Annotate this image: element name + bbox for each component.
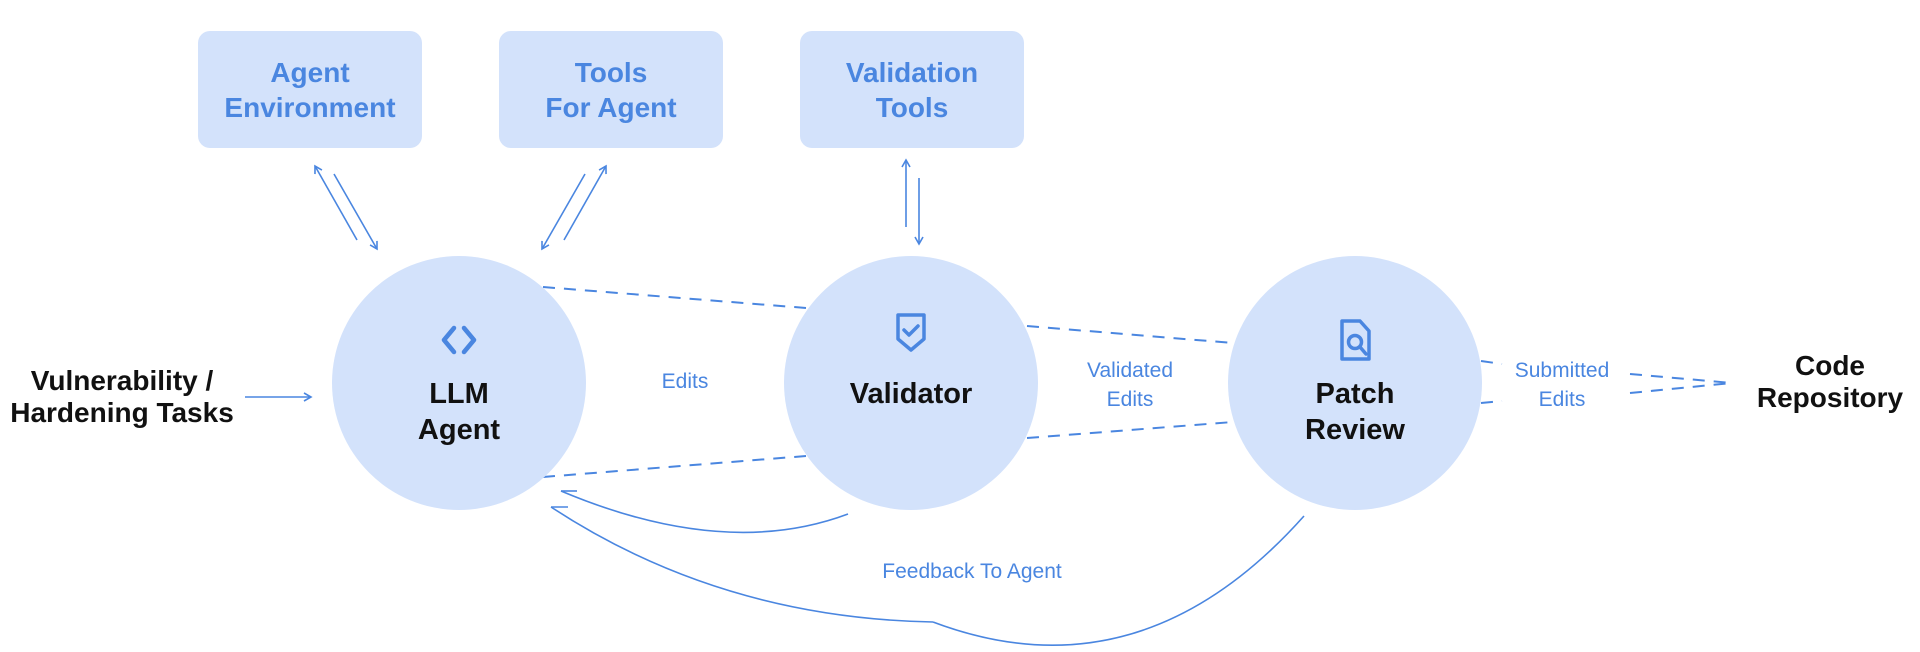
- submitted-label-line1: Submitted: [1514, 359, 1610, 382]
- box-label-line1: Agent: [270, 56, 350, 88]
- feedback-to-agent-label: Feedback To Agent: [882, 560, 1062, 583]
- patch-feedback-arc: [550, 506, 1305, 646]
- submitted-dash-bottom-left: [1480, 400, 1503, 404]
- validator-feedback-arc: [560, 490, 849, 534]
- input-tasks-label: Vulnerability / Hardening Tasks: [6, 365, 238, 429]
- node-label-line1: Patch: [1315, 378, 1395, 410]
- edits-dash-top: [542, 286, 807, 309]
- node-label-line2: Agent: [417, 414, 501, 446]
- validated-label-line1: Validated: [1086, 359, 1174, 382]
- validated-dash-bottom: [1026, 421, 1234, 439]
- box-label-line2: For Agent: [545, 91, 677, 123]
- submitted-dash-bottom-right: [1629, 382, 1733, 394]
- code-repository-label: Code Repository: [1748, 350, 1912, 414]
- validated-label-line2: Edits: [1106, 388, 1154, 411]
- agent-to-tools-arrow: [563, 164, 607, 241]
- box-label-line1: Validation: [845, 56, 979, 88]
- validator-node: Validator: [784, 256, 1038, 510]
- submitted-dash-top-right: [1629, 373, 1733, 384]
- edits-dash-bottom: [542, 455, 807, 478]
- document-search-icon: [1340, 319, 1371, 361]
- edits-label: Edits: [661, 370, 709, 393]
- box-label-line1: Tools: [574, 56, 648, 88]
- tools-for-agent-box: Tools For Agent: [499, 31, 723, 148]
- input-label-line1: Vulnerability /: [30, 365, 214, 396]
- output-label-line2: Repository: [1756, 382, 1904, 413]
- validated-edits-label: Validated Edits: [1087, 356, 1173, 414]
- environment-to-agent-arrow: [333, 173, 378, 251]
- submitted-label-line2: Edits: [1538, 388, 1586, 411]
- patch-review-node: Patch Review: [1228, 256, 1482, 510]
- submitted-edits-label: Submitted Edits: [1515, 356, 1610, 414]
- submitted-dash-top-left: [1480, 360, 1503, 365]
- validated-dash-top: [1026, 325, 1234, 344]
- node-label-line2: Review: [1305, 414, 1405, 446]
- agent-environment-box: Agent Environment: [198, 31, 422, 148]
- node-label-line1: LLM: [429, 378, 489, 410]
- shield-check-icon: [896, 313, 926, 352]
- box-label-line2: Tools: [875, 91, 949, 123]
- input-label-line2: Hardening Tasks: [10, 397, 234, 428]
- box-label-line2: Environment: [224, 91, 396, 123]
- code-brackets-icon: [441, 325, 477, 355]
- node-label-line1: Validator: [849, 378, 973, 410]
- tools-to-agent-arrow: [541, 173, 586, 251]
- agent-to-environment-arrow: [314, 164, 358, 241]
- llm-agent-node: LLM Agent: [332, 256, 586, 510]
- validation-tools-box: Validation Tools: [800, 31, 1024, 148]
- output-label-line1: Code: [1795, 350, 1865, 381]
